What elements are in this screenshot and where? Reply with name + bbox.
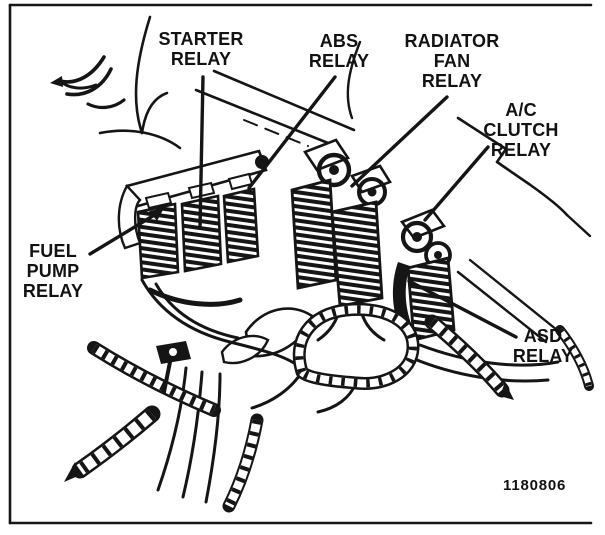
wiring-harness — [64, 278, 594, 513]
harness-clamp-bolt — [156, 341, 191, 394]
ribbed-tube-right — [424, 314, 514, 400]
striped-tube-down — [222, 413, 264, 513]
ribbed-tube-edge — [555, 325, 594, 391]
label-abs-relay: ABS RELAY — [308, 31, 370, 71]
relay-cluster-middle — [290, 138, 392, 308]
label-ac-clutch-relay: A/C CLUTCH RELAY — [483, 100, 559, 160]
relay-cluster-right — [392, 208, 456, 342]
engine-bay-structure — [98, 15, 592, 344]
leader-radiator-fan — [350, 95, 449, 188]
leader-ac-clutch — [423, 145, 490, 222]
label-starter-relay: STARTER RELAY — [158, 29, 244, 69]
leader-asd — [407, 279, 518, 339]
leader-fuel-pump — [88, 212, 158, 256]
hose-swoosh — [50, 55, 126, 110]
harness-loop — [292, 302, 420, 390]
label-fuel-pump-relay: FUEL PUMP RELAY — [22, 241, 84, 301]
leader-starter — [198, 75, 205, 230]
wrapped-band — [87, 341, 221, 417]
label-asd-relay: ASD RELAY — [512, 326, 574, 366]
label-radiator-fan-relay: RADIATOR FAN RELAY — [404, 31, 500, 91]
leader-abs — [247, 75, 337, 190]
ladder-conduit-left — [64, 405, 161, 482]
figure-border — [8, 3, 593, 525]
figure-number: 1180806 — [503, 477, 567, 494]
leader-lines — [88, 75, 518, 339]
leader-fuel-pump-arrow — [149, 208, 164, 221]
